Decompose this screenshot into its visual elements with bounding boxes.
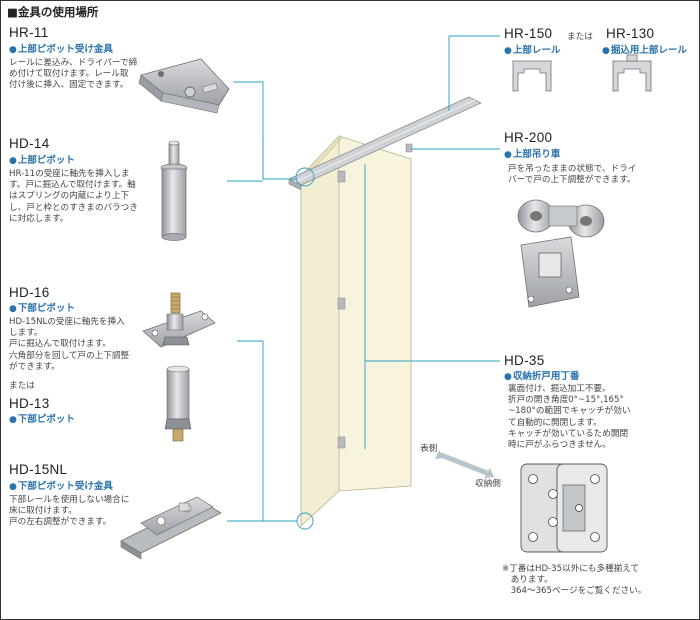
hr200-illustration — [517, 199, 605, 308]
open-direction-arrow — [435, 450, 494, 478]
or-label: または — [9, 381, 35, 391]
hd15nl-desc: 下部レールを使用しない場合に 床に取付けます。 戸の左右調整ができます。 — [9, 495, 130, 528]
storage-side-label: 収納側 — [475, 479, 501, 489]
page-title: ■金具の使用場所 — [7, 5, 99, 19]
leader-lines — [227, 35, 500, 530]
hd15nl-name: 下部ピボット受け金具 — [9, 478, 113, 492]
hr150-code: HR-150 — [504, 26, 553, 41]
hd35-name: 収納折戸用丁番 — [504, 368, 580, 382]
hd16-code: HD-16 — [9, 285, 50, 300]
hr150-profile — [512, 60, 552, 92]
front-side-label: 表側 — [420, 444, 438, 454]
hr11-code: HR-11 — [9, 25, 49, 40]
hd16-illustration — [142, 292, 216, 348]
hr150-name: 上部レール — [504, 42, 561, 56]
hd16-desc: HD-15NLの受座に軸先を挿入 します。 戸に掘込んで取付けます。 六角部分を… — [9, 317, 130, 372]
hd35-desc: 裏面付け、掘込加工不要。 折戸の開き角度0°~15°,165° ~180°の範囲… — [508, 384, 631, 451]
hd14-name: 上部ピボット — [9, 152, 75, 166]
hr11-name: 上部ピボット受け金具 — [9, 41, 113, 55]
hd13-code: HD-13 — [9, 396, 50, 411]
hr130-profile — [612, 54, 652, 92]
or-label-2: または — [567, 32, 593, 42]
hd14-desc: HR-11の受座に軸先を挿入しま す。戸に掘込んで取付けます。軸 はスプリングの… — [9, 169, 138, 224]
hr200-desc: 戸を吊ったままの状態で、ドライ バーで戸の上下調整ができます。 — [508, 164, 637, 186]
hr200-name: 上部吊り車 — [504, 146, 561, 160]
folding-door — [300, 134, 413, 527]
hr11-desc: レールに差込み、ドライバーで締 め付けて取付けます。レール取 付け後に挿入、固定… — [9, 58, 138, 91]
hr200-code: HR-200 — [504, 130, 553, 145]
hd13-name: 下部ピボット — [9, 411, 75, 425]
hd14-code: HD-14 — [9, 136, 50, 151]
footnote: ※丁番はHD-35以外にも多種揃えて あります。 364～365ページをご覧くだ… — [502, 564, 647, 597]
hr11-illustration — [138, 58, 230, 114]
hd14-illustration — [160, 140, 188, 241]
hr130-name: 掘込用上部レール — [602, 42, 687, 56]
hd16-name: 下部ピボット — [9, 300, 75, 314]
top-rail — [288, 96, 482, 191]
hd15nl-code: HD-15NL — [9, 462, 68, 477]
hd35-code: HD-35 — [504, 353, 545, 368]
hr130-code: HR-130 — [606, 26, 655, 41]
hd35-illustration — [520, 463, 608, 553]
hd15nl-illustration — [120, 496, 222, 560]
hd13-illustration — [164, 365, 192, 442]
